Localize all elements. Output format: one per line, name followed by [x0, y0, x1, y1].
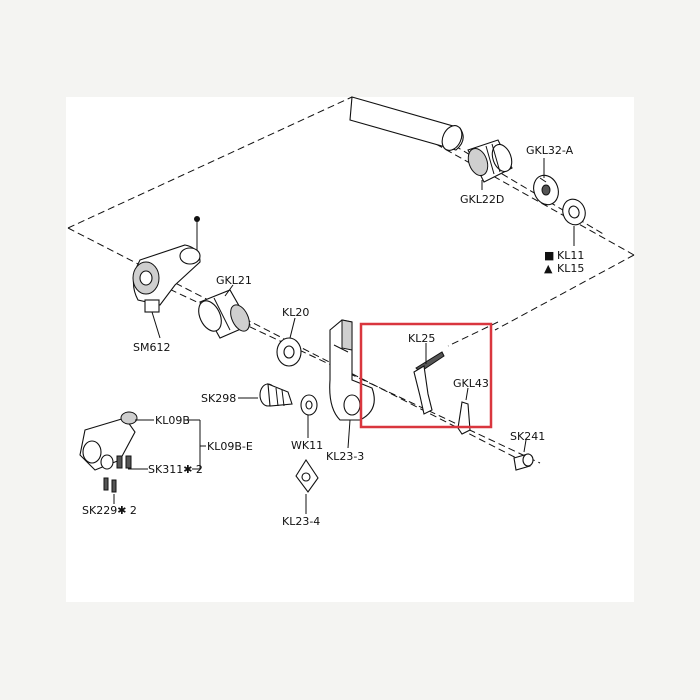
label-kl23-4: KL23-4 [282, 515, 320, 528]
label-kl09b-e: KL09B-E [207, 440, 253, 453]
label-sk298: SK298 [201, 392, 236, 405]
label-gkl21: GKL21 [216, 274, 252, 287]
label-sk229: SK229✱ 2 [82, 504, 137, 517]
label-gkl22d: GKL22D [460, 193, 504, 206]
label-gkl32a: GKL32-A [526, 144, 574, 157]
part-gkl21 [198, 289, 251, 339]
part-labels: GKL32-A GKL22D ■ KL11 ▲ KL15 GKL21 SM612… [82, 144, 584, 528]
leader-lines [113, 158, 575, 514]
label-kl09b: KL09B [155, 414, 190, 427]
label-kl20: KL20 [282, 306, 309, 319]
label-kl25: KL25 [408, 332, 435, 345]
label-kl15: KL15 [557, 262, 584, 275]
part-kl11-washer [562, 198, 586, 226]
marker-kl11: ■ [544, 249, 554, 262]
marker-kl15: ▲ [544, 262, 553, 275]
part-kl23-4 [295, 458, 319, 493]
label-sk241: SK241 [510, 430, 545, 443]
part-wk11-washer [300, 394, 318, 416]
label-wk11: WK11 [291, 439, 323, 452]
label-kl11: KL11 [557, 249, 584, 262]
shaft [349, 96, 464, 151]
part-kl25 [413, 351, 445, 415]
label-gkl43: GKL43 [453, 377, 489, 390]
highlight-box [359, 322, 493, 429]
part-kl20-washer [276, 337, 302, 367]
part-gkl22d [467, 139, 513, 183]
part-sk298-screw [259, 383, 293, 407]
part-sm612 [132, 216, 201, 313]
label-sk311: SK311✱ 2 [148, 463, 203, 476]
part-gkl32a [533, 174, 559, 206]
label-kl23-3: KL23-3 [326, 450, 364, 463]
label-sm612: SM612 [133, 341, 170, 354]
part-sk241-screw [513, 453, 534, 471]
part-kl09b [79, 411, 138, 493]
part-kl23-3 [329, 319, 375, 421]
